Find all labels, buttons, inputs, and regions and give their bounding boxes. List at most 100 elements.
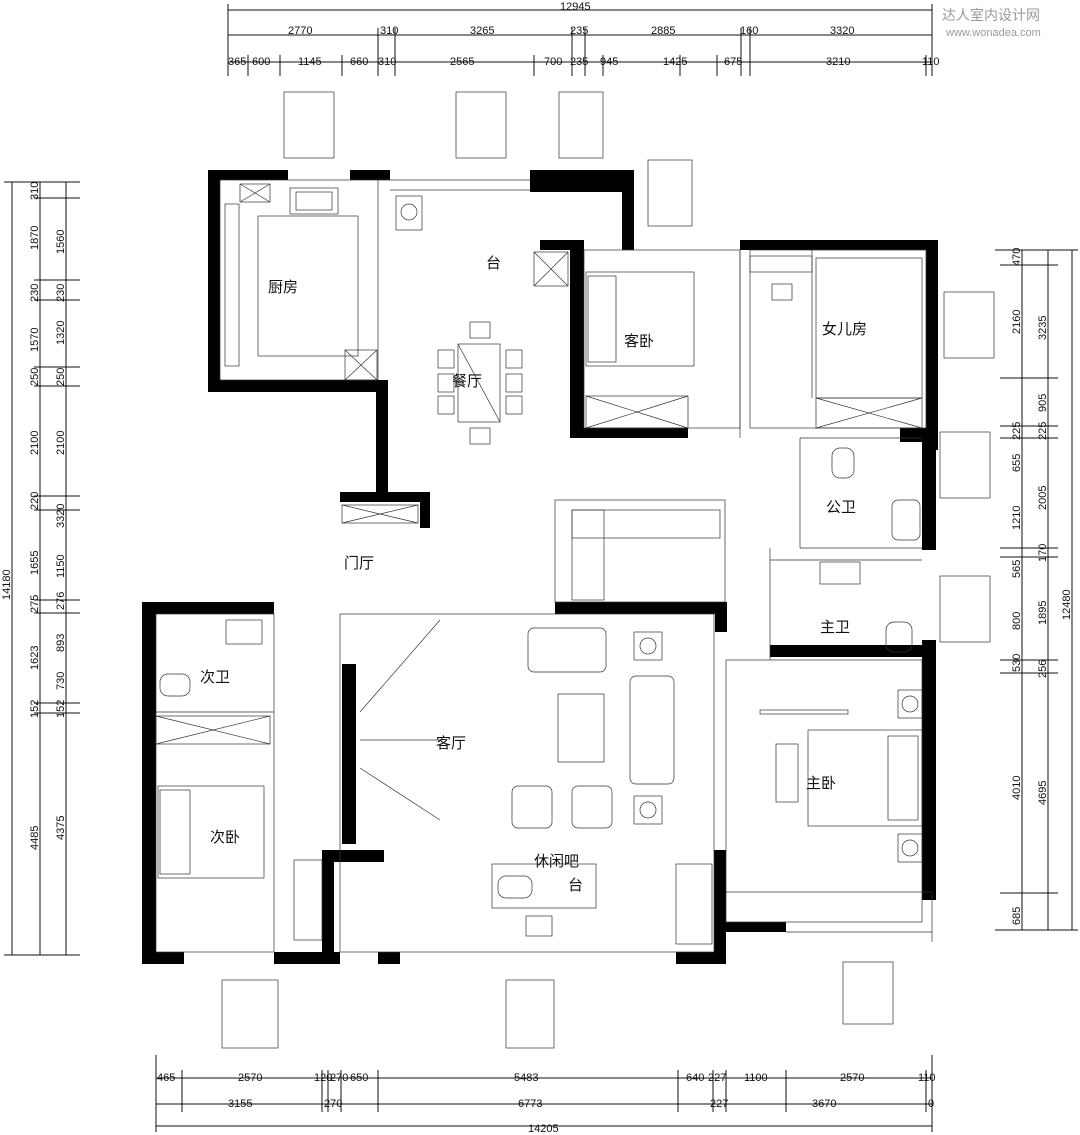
left-dim-outer-12: 4485	[29, 826, 41, 850]
right-dim-inner-7: 800	[1011, 612, 1023, 630]
left-dim-outer-4: 1570	[29, 328, 41, 352]
left-dim-outer-11: 152	[29, 700, 41, 718]
right-dim-inner-8: 530	[1011, 654, 1023, 672]
top-dim-2-1: 365	[228, 56, 246, 68]
top-total-dimension: 12945	[560, 1, 591, 13]
bottom-dim-1-3: 120	[314, 1072, 332, 1084]
top-dim-1-6: 160	[740, 25, 758, 37]
left-dim-inner-3: 1320	[55, 321, 67, 345]
top-dim-1-2: 310	[380, 25, 398, 37]
right-dim-outer-1: 3235	[1037, 316, 1049, 340]
bottom-total-dimension: 14205	[528, 1123, 559, 1135]
watermark-url: www.wonadea.com	[945, 27, 1041, 39]
bottom-dim-1-5: 650	[350, 1072, 368, 1084]
room-label-public-bath: 公卫	[826, 498, 856, 516]
left-dim-outer-8: 1655	[29, 551, 41, 575]
right-dim-outer-5: 170	[1037, 544, 1049, 562]
left-dim-outer-3: 230	[29, 284, 41, 302]
left-dim-outer-10: 1623	[29, 646, 41, 670]
room-label-living-room: 客厅	[436, 734, 466, 752]
top-dim-2-10: 1425	[663, 56, 687, 68]
top-dim-1-7: 3320	[830, 25, 854, 37]
daughter-room-furniture	[749, 255, 923, 429]
top-dim-2-5: 310	[378, 56, 396, 68]
bottom-dim-1-7: 640	[686, 1072, 704, 1084]
left-dim-inner-5: 2100	[55, 431, 67, 455]
room-label-dining: 餐厅	[452, 372, 482, 390]
bottom-dim-1-1: 465	[157, 1072, 175, 1084]
right-dim-inner-6: 565	[1011, 560, 1023, 578]
top-dimension-lines	[227, 4, 933, 76]
left-dim-inner-6: 3320	[55, 504, 67, 528]
left-dim-outer-5: 250	[29, 368, 41, 386]
right-dim-outer-3: 225	[1037, 422, 1049, 440]
top-dim-2-13: 110	[922, 56, 940, 68]
top-dim-1-5: 2885	[651, 25, 675, 37]
room-label-counter: 台	[486, 254, 501, 272]
room-label-leisure-counter: 休闲吧	[534, 852, 579, 870]
guest-bedroom-furniture	[585, 271, 695, 429]
room-label-second-bath: 次卫	[200, 668, 230, 686]
interior-lines	[155, 179, 933, 953]
right-dim-outer-4: 2005	[1037, 486, 1049, 510]
right-dim-inner-2: 2160	[1011, 310, 1023, 334]
closet	[341, 504, 721, 601]
room-label-kitchen: 厨房	[268, 278, 298, 296]
top-dim-1-3: 3265	[470, 25, 494, 37]
bathroom-fixtures	[159, 447, 921, 697]
bottom-dim-1-6: 5483	[514, 1072, 538, 1084]
top-dim-2-9: 945	[600, 56, 618, 68]
master-bedroom-furniture	[759, 689, 923, 863]
room-label-master-bath: 主卫	[820, 618, 850, 636]
right-dim-inner-10: 685	[1011, 907, 1023, 925]
second-bedroom-furniture	[155, 715, 323, 941]
top-dim-1-1: 2770	[288, 25, 312, 37]
bottom-dim-2-5: 3670	[812, 1098, 836, 1110]
top-dim-1-4: 235	[570, 25, 588, 37]
right-dim-inner-4: 655	[1011, 454, 1023, 472]
top-dim-2-3: 1145	[298, 56, 322, 68]
top-dim-2-8: 235	[570, 56, 588, 68]
left-dim-inner-11: 152	[55, 700, 67, 718]
right-dim-outer-2: 905	[1037, 394, 1049, 412]
room-label-daughter-room: 女儿房	[822, 320, 867, 338]
kitchen-furniture	[224, 183, 569, 381]
bottom-dim-2-6: 0	[928, 1098, 934, 1110]
room-label-foyer: 门厅	[344, 554, 374, 572]
left-dim-inner-2: 230	[55, 284, 67, 302]
right-total-dimension: 12480	[1061, 589, 1073, 620]
left-dim-inner-7: 1150	[55, 554, 67, 578]
bottom-dim-1-11: 110	[918, 1072, 936, 1084]
right-dim-outer-7: 256	[1037, 660, 1049, 678]
top-dim-2-7: 700	[544, 56, 562, 68]
right-dim-inner-1: 470	[1011, 248, 1023, 266]
bottom-dim-2-3: 6773	[518, 1098, 542, 1110]
bottom-dim-2-4: 227	[710, 1098, 728, 1110]
bottom-dim-1-2: 2570	[238, 1072, 262, 1084]
bottom-dimension-lines	[155, 1055, 933, 1132]
annotation-tables	[221, 91, 995, 1049]
left-dim-inner-4: 250	[55, 368, 67, 386]
right-dim-inner-3: 225	[1011, 422, 1023, 440]
bottom-dim-1-8: 227	[708, 1072, 726, 1084]
left-dim-inner-1: 1560	[55, 230, 67, 254]
right-dim-outer-6: 1895	[1037, 601, 1049, 625]
top-dim-2-11: 675	[724, 56, 742, 68]
left-dim-inner-12: 4375	[55, 816, 67, 840]
bottom-dim-2-2: 270	[324, 1098, 342, 1110]
walls	[142, 170, 938, 964]
bottom-dim-1-10: 2570	[840, 1072, 864, 1084]
living-room-furniture	[342, 619, 713, 945]
left-dim-outer-6: 2100	[29, 431, 41, 455]
watermark-brand: 达人室内设计网	[942, 7, 1040, 24]
left-dim-inner-8: 276	[55, 592, 67, 610]
dining-table	[437, 321, 523, 445]
room-label-guest-bedroom: 客卧	[624, 332, 654, 350]
top-dim-2-4: 660	[350, 56, 368, 68]
top-dim-2-2: 600	[252, 56, 270, 68]
left-total-dimension: 14180	[1, 569, 13, 600]
left-dim-outer-9: 275	[29, 595, 41, 613]
room-label-leisure-counter-2: 台	[568, 876, 583, 894]
left-dim-outer-1: 310	[29, 182, 41, 200]
